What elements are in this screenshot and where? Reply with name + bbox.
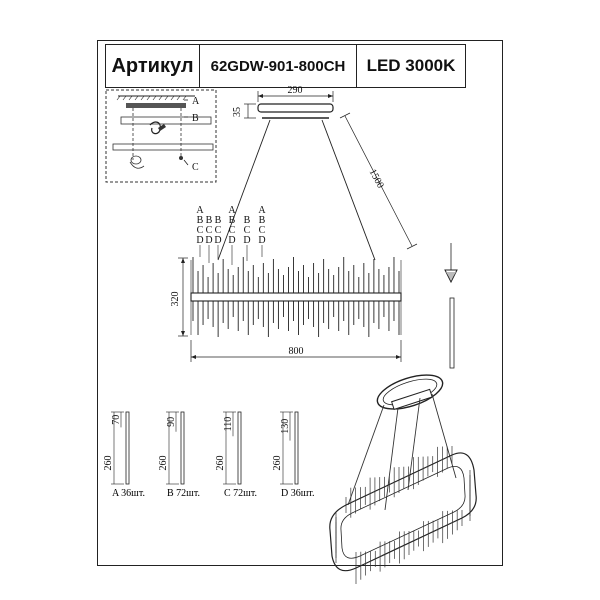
crystal-d-top-length: 130 bbox=[280, 419, 291, 434]
canopy-width-dim: 290 bbox=[288, 85, 303, 96]
position-letter: C bbox=[244, 225, 251, 236]
crystal-d-caption: D 36шт. bbox=[281, 488, 315, 499]
crystal-a-rod bbox=[125, 411, 130, 485]
crystal-a-length: 260 bbox=[103, 456, 114, 471]
position-letter: A bbox=[258, 205, 266, 216]
canopy-height-dim: 35 bbox=[232, 107, 243, 117]
position-letter: B bbox=[197, 215, 204, 226]
crystal-d-length: 260 bbox=[272, 456, 283, 471]
body-length-dim: 800 bbox=[289, 346, 304, 357]
position-letter: C bbox=[259, 225, 266, 236]
position-letter: B bbox=[244, 215, 251, 226]
inset-letter-c: C bbox=[192, 162, 199, 173]
crystal-c-rod bbox=[237, 411, 242, 485]
light-spec: LED 3000K bbox=[366, 56, 456, 75]
crystal-a-caption: A 36шт. bbox=[112, 488, 145, 499]
side-view bbox=[444, 243, 458, 369]
crystal-d-rod bbox=[294, 411, 299, 485]
lower-crystal-rods bbox=[192, 301, 400, 337]
position-letter: B bbox=[229, 215, 236, 226]
upper-crystal-rods bbox=[192, 257, 400, 293]
crystal-b-top-length: 90 bbox=[166, 417, 177, 427]
drawing-frame bbox=[97, 40, 503, 566]
position-letter: D bbox=[258, 235, 265, 246]
article-label: Артикул bbox=[111, 54, 194, 77]
body-dimensions: 320 800 bbox=[170, 257, 402, 362]
crystal-c-top-length: 110 bbox=[223, 417, 234, 432]
position-letter: C bbox=[229, 225, 236, 236]
cable-length-dim: 1500 bbox=[367, 167, 386, 190]
article-value: 62GDW-901-800CH bbox=[210, 57, 346, 75]
position-letter: A bbox=[196, 205, 204, 216]
crystal-b-length: 260 bbox=[158, 456, 169, 471]
position-letter: D bbox=[228, 235, 235, 246]
perspective-view bbox=[329, 374, 477, 584]
position-letter: C bbox=[215, 225, 222, 236]
position-letter: C bbox=[206, 225, 213, 236]
crystal-a-top-length: 70 bbox=[111, 415, 122, 425]
light-spec-cell: LED 3000K bbox=[356, 44, 466, 88]
position-letter: D bbox=[214, 235, 221, 246]
crystal-b-caption: B 72шт. bbox=[167, 488, 200, 499]
position-letter: D bbox=[243, 235, 250, 246]
crystal-legend: 260 70 A 36шт. 260 90 B 72шт. 260 110 C 72шт. 260… bbox=[103, 411, 315, 499]
inset-letter-a: A bbox=[192, 96, 200, 107]
position-letter: B bbox=[206, 215, 213, 226]
crystal-c-length: 260 bbox=[215, 456, 226, 471]
position-letter: A bbox=[228, 205, 236, 216]
position-letter: B bbox=[259, 215, 266, 226]
perspective-crystal-ring bbox=[329, 446, 477, 584]
chandelier-body bbox=[190, 257, 402, 337]
body-height-dim: 320 bbox=[170, 292, 181, 307]
canopy: 290 35 bbox=[232, 85, 334, 119]
position-letter: D bbox=[196, 235, 203, 246]
position-letter: C bbox=[197, 225, 204, 236]
installation-inset: A B C bbox=[105, 89, 217, 183]
crystal-b-rod bbox=[180, 411, 185, 485]
inset-letter-b: B bbox=[192, 113, 199, 124]
crystal-c-caption: C 72шт. bbox=[224, 488, 257, 499]
position-letter: B bbox=[215, 215, 222, 226]
position-letter: D bbox=[205, 235, 212, 246]
